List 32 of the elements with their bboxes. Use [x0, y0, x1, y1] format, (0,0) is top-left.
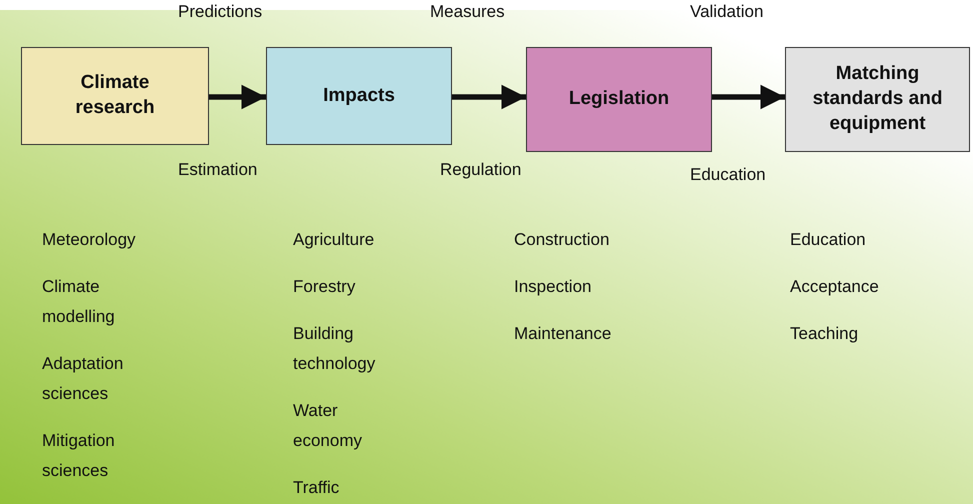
flow-annotation: Predictions: [178, 2, 262, 22]
list-item: Forestry: [293, 276, 356, 298]
list-item: Teaching: [790, 323, 860, 345]
list-item: Agriculture: [293, 229, 376, 251]
process-box: [526, 47, 712, 152]
list-item: Traffic: [293, 477, 340, 499]
list-item: Education: [790, 229, 867, 251]
flow-annotation: Validation: [690, 2, 764, 22]
process-box: [266, 47, 452, 145]
flow-annotation: Education: [690, 165, 766, 185]
list-item: Adaptation sciences: [42, 353, 124, 405]
flow-annotation: Estimation: [178, 160, 258, 180]
process-box: [785, 47, 970, 152]
arrow: [712, 84, 785, 110]
list-item: Acceptance: [790, 276, 880, 298]
box-label: Climate research: [74, 71, 156, 120]
list-item: Climate modelling: [42, 276, 116, 328]
list-item: Mitigation sciences: [42, 430, 116, 482]
list-item: Inspection: [514, 276, 592, 298]
arrow: [209, 84, 266, 110]
list-item: Water economy: [293, 400, 363, 452]
list-item: Meteorology: [42, 229, 137, 251]
box-label: Matching standards and equipment: [812, 62, 944, 136]
flow-annotation: Measures: [430, 2, 505, 22]
box-label: Impacts: [323, 84, 395, 108]
process-box: [21, 47, 209, 145]
box-label: Legislation: [568, 87, 670, 112]
list-item: Maintenance: [514, 323, 612, 345]
arrow: [452, 84, 526, 110]
list-item: Building technology: [293, 323, 376, 375]
list-item: Construction: [514, 229, 610, 251]
flow-annotation: Regulation: [440, 160, 522, 180]
